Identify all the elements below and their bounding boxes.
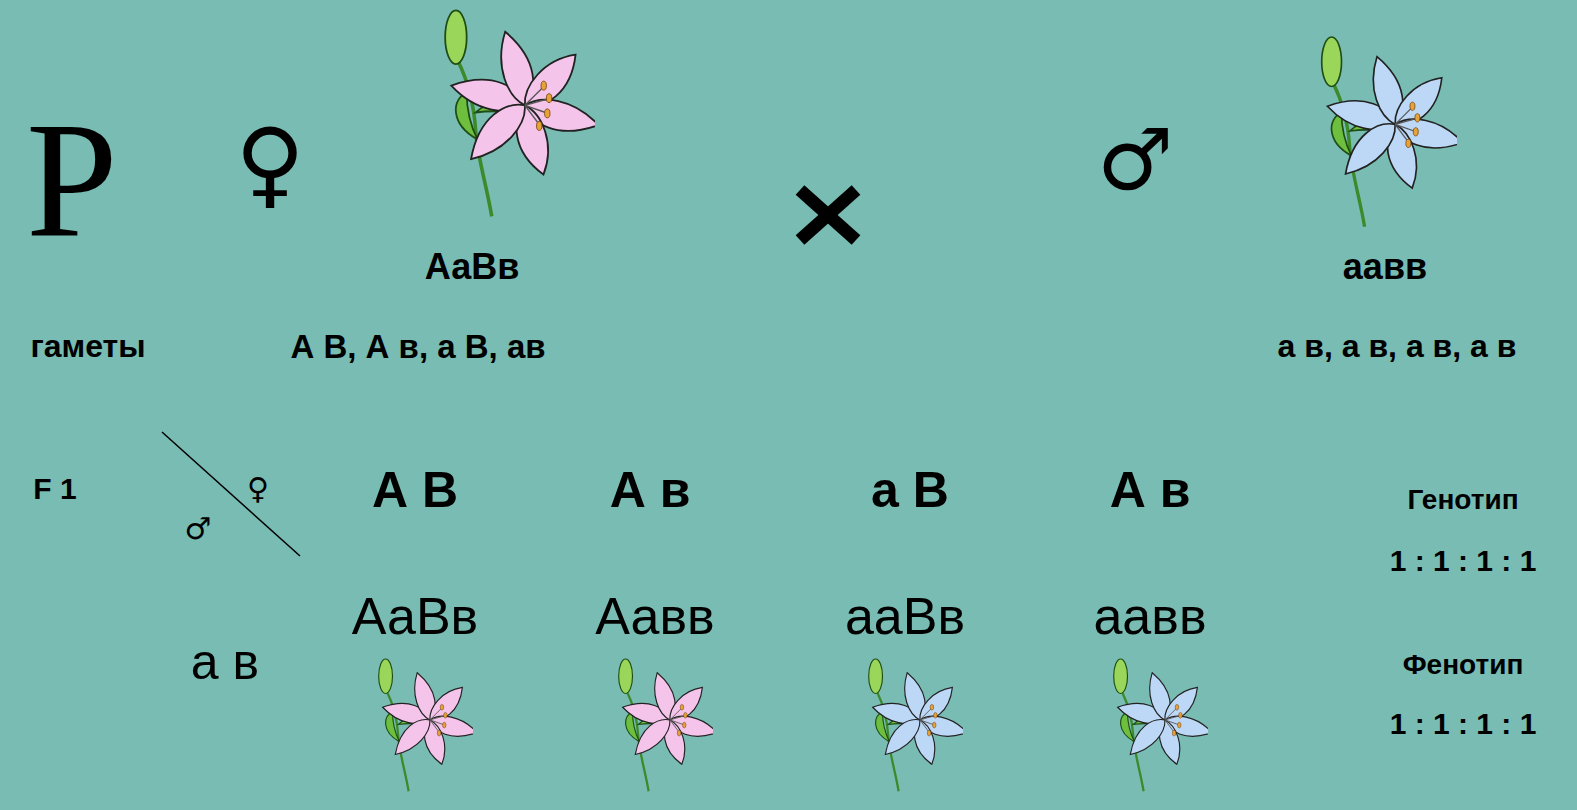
ratio-heading: Фенотип — [1403, 651, 1524, 679]
pink-lily — [619, 659, 720, 791]
pink-lily — [379, 659, 480, 791]
blue-lily — [1322, 37, 1466, 227]
gamete-list: а в, а в, а в, а в — [1278, 330, 1517, 362]
blue-lily — [869, 659, 970, 791]
male-symbol: ♂ — [185, 514, 212, 544]
ratio-value: 1 : 1 : 1 : 1 — [1390, 546, 1537, 576]
female-symbol: ♀ — [235, 116, 305, 211]
diagonal-divider — [162, 432, 300, 556]
female-symbol: ♀ — [247, 474, 269, 504]
parent-genotype: АаВв — [425, 249, 520, 285]
offspring-genotype: ааВв — [845, 590, 965, 642]
blue-lily — [1114, 659, 1215, 791]
offspring-genotype: Аавв — [595, 590, 714, 642]
gamete-header: А в — [1110, 465, 1191, 515]
pink-lily — [445, 10, 602, 216]
generation-label: F 1 — [33, 474, 76, 504]
gamete-header: а В — [871, 465, 949, 515]
gamete-header: а в — [191, 637, 259, 687]
offspring-genotype: АаВв — [352, 590, 479, 642]
ratio-heading: Генотип — [1407, 486, 1518, 514]
offspring-genotype: аавв — [1093, 590, 1206, 642]
ratio-value: 1 : 1 : 1 : 1 — [1390, 709, 1537, 739]
gamete-header: А В — [372, 465, 458, 515]
cross-mark — [800, 190, 856, 240]
parent-genotype: аавв — [1343, 249, 1427, 285]
male-symbol: ♂ — [1097, 117, 1173, 202]
generation-letter: P — [26, 98, 118, 263]
gamete-header: А в — [610, 465, 691, 515]
gamete-list: А В, А в, а В, ав — [290, 330, 545, 363]
row-label: гаметы — [30, 330, 145, 362]
